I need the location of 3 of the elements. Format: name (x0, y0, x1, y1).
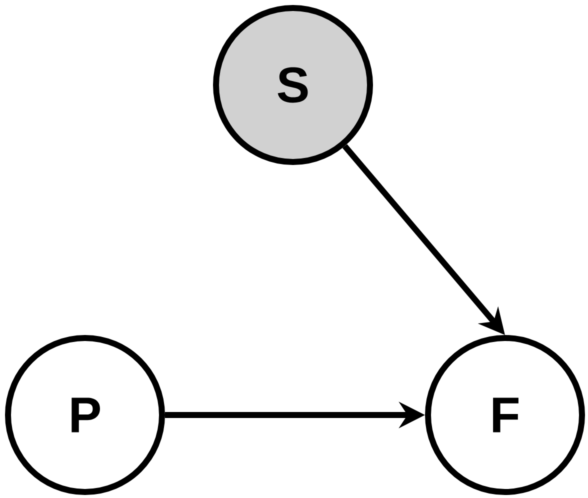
circle-node: S (213, 5, 373, 165)
circle-node: P (5, 335, 165, 495)
circle-node: F (425, 335, 585, 495)
